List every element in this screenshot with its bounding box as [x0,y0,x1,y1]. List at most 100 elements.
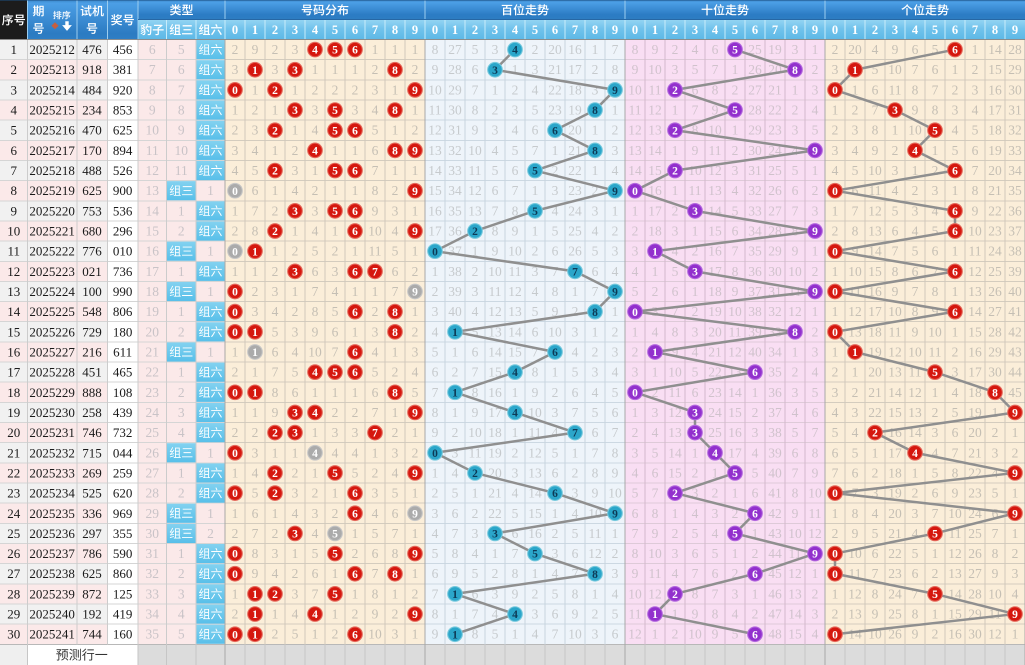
svg-text:40: 40 [748,344,762,359]
svg-text:8: 8 [392,546,399,561]
svg-text:12: 12 [808,526,822,541]
svg-text:9: 9 [732,284,739,299]
svg-text:4: 4 [312,224,319,239]
svg-text:17: 17 [568,62,582,77]
svg-text:19: 19 [488,445,502,460]
svg-text:2: 2 [352,82,359,97]
svg-text:2: 2 [532,42,539,57]
svg-text:3: 3 [492,586,499,601]
svg-text:3: 3 [492,42,499,57]
svg-text:3: 3 [892,105,898,117]
svg-text:1: 1 [412,627,419,642]
svg-text:2: 2 [332,405,339,420]
svg-text:24: 24 [568,203,582,218]
svg-text:6: 6 [472,586,479,601]
svg-text:484: 484 [82,82,102,97]
svg-text:6: 6 [332,324,339,339]
svg-text:3: 3 [492,23,498,37]
svg-text:2: 2 [332,627,339,642]
svg-text:729: 729 [82,324,102,339]
svg-text:8: 8 [472,627,479,642]
svg-text:5: 5 [972,123,979,138]
svg-text:7: 7 [772,23,778,37]
svg-text:3: 3 [252,445,259,460]
svg-text:26: 26 [146,445,160,460]
svg-text:2025235: 2025235 [29,506,75,521]
svg-text:2: 2 [872,23,878,37]
svg-text:3: 3 [492,529,498,541]
svg-text:25: 25 [988,264,1002,279]
svg-text:13: 13 [848,607,862,622]
svg-text:1: 1 [332,607,339,622]
svg-text:25: 25 [146,425,160,440]
svg-text:7: 7 [392,284,399,299]
svg-text:36: 36 [448,224,462,239]
svg-text:2025215: 2025215 [29,103,75,118]
svg-text:5: 5 [432,546,439,561]
svg-text:6: 6 [372,546,379,561]
svg-text:2: 2 [972,62,979,77]
svg-text:0: 0 [632,387,638,399]
svg-text:1: 1 [532,224,539,239]
svg-text:5: 5 [452,486,459,501]
svg-text:2: 2 [612,324,619,339]
svg-text:5: 5 [932,23,938,37]
svg-text:1: 1 [872,445,879,460]
svg-text:7: 7 [992,526,999,541]
svg-text:5: 5 [932,42,939,57]
svg-text:9: 9 [692,607,699,622]
svg-text:6: 6 [352,23,358,37]
svg-text:4: 4 [612,264,619,279]
svg-text:13: 13 [908,405,922,420]
svg-text:2: 2 [232,224,239,239]
svg-text:7: 7 [972,23,978,37]
svg-text:2: 2 [1012,546,1019,561]
svg-text:2: 2 [178,486,185,501]
svg-text:10: 10 [468,143,482,158]
svg-text:1: 1 [632,324,639,339]
svg-text:3: 3 [292,163,299,178]
svg-text:4: 4 [512,408,518,420]
svg-text:4: 4 [692,506,699,521]
svg-text:38: 38 [768,425,782,440]
svg-text:1: 1 [572,445,579,460]
svg-text:3: 3 [178,586,185,601]
svg-text:2025214: 2025214 [29,82,75,97]
svg-text:894: 894 [113,143,133,158]
svg-text:2: 2 [207,526,214,541]
svg-text:33: 33 [1008,143,1022,158]
svg-text:2: 2 [812,62,819,77]
svg-text:6: 6 [912,42,919,57]
svg-text:16: 16 [488,385,502,400]
svg-text:10: 10 [888,304,902,319]
svg-text:10: 10 [788,526,802,541]
svg-text:7: 7 [178,82,185,97]
svg-text:2025221: 2025221 [29,224,75,239]
svg-text:2: 2 [492,566,499,581]
svg-text:8: 8 [392,105,398,117]
svg-text:16: 16 [428,203,442,218]
svg-text:5: 5 [932,465,939,480]
svg-text:3: 3 [752,425,759,440]
svg-text:28: 28 [448,62,462,77]
svg-text:13: 13 [146,183,160,198]
svg-text:1: 1 [252,629,258,641]
svg-text:8: 8 [392,307,398,319]
svg-text:0: 0 [832,569,838,581]
svg-text:715: 715 [82,445,102,460]
svg-text:1: 1 [652,347,658,359]
svg-text:4: 4 [712,23,719,37]
svg-text:8: 8 [149,82,156,97]
svg-text:21: 21 [146,344,160,359]
svg-text:1: 1 [452,344,459,359]
svg-text:3: 3 [432,506,439,521]
svg-text:5: 5 [178,627,185,642]
svg-text:1: 1 [672,183,679,198]
svg-text:21: 21 [868,385,882,400]
svg-text:2: 2 [232,365,239,380]
svg-text:35: 35 [768,365,782,380]
svg-text:12: 12 [528,445,542,460]
svg-text:42: 42 [768,506,782,521]
svg-text:1: 1 [252,264,259,279]
svg-text:6: 6 [572,385,579,400]
